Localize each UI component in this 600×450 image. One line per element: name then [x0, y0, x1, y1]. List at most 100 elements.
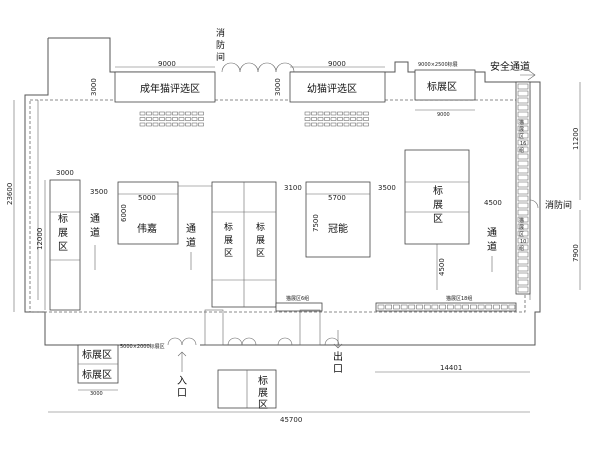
seat-cell [159, 117, 165, 121]
cat-cage-16-label: 猫 [519, 119, 524, 126]
seat-cell [311, 122, 317, 127]
cage-cell [517, 223, 529, 230]
seat-cell [178, 117, 185, 121]
dim-9000-a: 9000 [158, 60, 176, 68]
weijia-booth: 5000 6000 伟嘉 3500 [90, 181, 212, 245]
standard-center-b-3: 区 [256, 248, 265, 259]
cage-cell [517, 139, 529, 146]
cage-cell [500, 304, 508, 310]
seat-cell [343, 117, 350, 121]
dim-23600: 23600 [6, 183, 14, 205]
dim-3000-c: 3000 [56, 169, 74, 177]
cat-cage-18: 猫展区18组 [375, 295, 517, 312]
seat-cell [165, 122, 172, 127]
cat-cage-10-l2: 展 [519, 225, 524, 231]
cage-cell [377, 304, 385, 310]
guanneng-label: 冠能 [328, 222, 348, 235]
standard-bottom-center-3: 区 [258, 399, 268, 411]
seat-cell [191, 111, 198, 116]
standard-center-a-1: 标 [224, 221, 233, 233]
cage-cell [485, 304, 493, 310]
cage-cell [393, 304, 400, 310]
seat-cell [337, 122, 343, 127]
cage-cell [517, 160, 529, 167]
cage-cell [517, 83, 529, 90]
cage-cell [517, 181, 529, 188]
cat-cage-6-label: 猫展区6组 [286, 295, 309, 302]
dim-14401: 14401 [440, 364, 462, 372]
fire-room-top-label-1: 消 [216, 27, 225, 39]
seat-cell [304, 122, 311, 127]
standard-bottom-center: 标 展 区 [217, 369, 277, 411]
seating-left [139, 111, 204, 127]
standard-top-right: 9000×2500标展 标展区 9000 [414, 61, 476, 118]
standard-bottom-2-label: 标展区 [82, 369, 112, 381]
entrance-doors [167, 337, 340, 346]
cage-cell [517, 125, 529, 132]
dim-7500: 7500 [312, 214, 320, 232]
cage-cell [517, 230, 529, 237]
cage-cell [493, 304, 500, 310]
cage-cell [447, 304, 454, 310]
exit-label-1: 出 [333, 350, 343, 363]
seat-cell [152, 117, 159, 121]
seat-cell [311, 117, 317, 121]
fire-room-right-door [529, 199, 539, 209]
seat-cell [185, 122, 191, 127]
passage-left-1: 通 [90, 213, 100, 225]
cage-cell [470, 304, 477, 310]
cat-cage-16-l3: 区 [519, 134, 524, 140]
cage-cell [517, 279, 529, 286]
seat-cell [363, 122, 369, 127]
cage-cell [517, 111, 529, 118]
fire-room-top-label-2: 防 [216, 39, 225, 51]
cat-cage-10-l3: 区 [519, 232, 524, 238]
kitten-area: 9000 3000 幼猫评选区 [274, 60, 386, 103]
dim-3500-a: 3500 [90, 188, 108, 196]
standard-bottom-center-2: 展 [258, 387, 268, 399]
seat-cell [146, 111, 152, 116]
weijia-label: 伟嘉 [137, 222, 157, 235]
cat-cage-6: 猫展区6组 [275, 295, 323, 312]
seat-cell [159, 111, 165, 116]
dim-12000: 12000 [36, 228, 44, 250]
cage-cell [454, 304, 462, 310]
seat-cell [324, 122, 330, 127]
seat-cell [317, 117, 324, 121]
fire-room-top-label-3: 间 [216, 51, 225, 63]
top-doors [221, 62, 295, 73]
seat-cell [343, 122, 350, 127]
dim-4500-b: 4500 [484, 199, 502, 207]
cage-cell [400, 304, 408, 310]
seat-cell [337, 117, 343, 121]
seat-cell [139, 117, 146, 121]
dim-45700: 45700 [280, 416, 302, 424]
adult-cat-area: 9000 3000 成年猫评选区 [90, 60, 216, 103]
dim-3100: 3100 [284, 184, 302, 192]
cage-cell [517, 265, 529, 272]
cat-cage-10-l5: 组 [519, 245, 524, 252]
seat-cell [146, 122, 152, 127]
cat-cage-18-label: 猫展区18组 [446, 295, 472, 302]
standard-bottom-center-1: 标 [258, 375, 268, 387]
cage-cell [408, 304, 416, 310]
seat-cell [324, 117, 330, 121]
standard-center-a-3: 区 [224, 248, 233, 259]
seat-cell [330, 117, 337, 121]
passage-right-2: 道 [487, 240, 497, 253]
seat-cell [178, 111, 185, 116]
entrance-arrowhead [177, 351, 187, 357]
dim-9000-b: 9000 [328, 60, 346, 68]
entrance-label-1: 入 [177, 376, 187, 387]
safety-exit-label: 安全通道 [490, 60, 530, 73]
cage-cell [517, 244, 529, 251]
cage-cell [517, 174, 529, 181]
cage-cell [517, 209, 529, 216]
seat-cell [178, 122, 185, 127]
fire-room-right-label: 消防间 [545, 199, 572, 211]
cage-cell [517, 167, 529, 174]
cage-cell [517, 251, 529, 258]
seat-cell [350, 117, 356, 121]
seat-cell [350, 111, 356, 116]
cage-cell [517, 202, 529, 209]
